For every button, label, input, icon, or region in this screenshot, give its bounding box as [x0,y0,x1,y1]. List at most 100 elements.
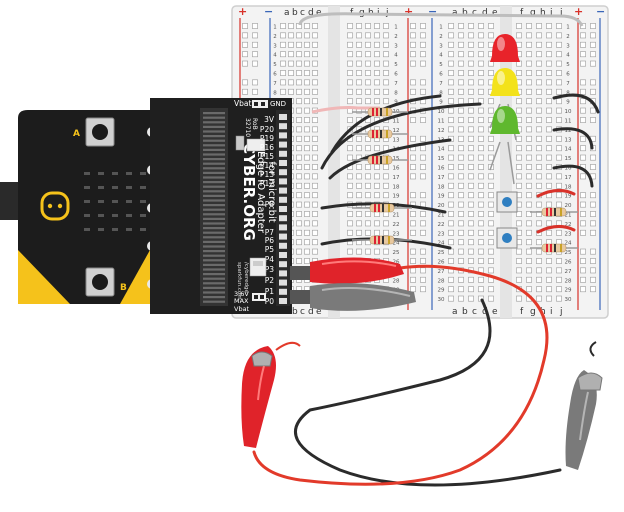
breadboard-hole [526,173,532,180]
breadboard-hole [312,70,318,76]
breadboard-hole [296,41,302,48]
breadboard-hole [365,248,371,255]
breadboard-hole [488,248,494,255]
slot-finger [203,236,225,239]
breadboard-hole [488,154,494,161]
breadboard-hole [556,173,562,180]
slot-finger [203,250,225,253]
adapter-switch[interactable] [246,138,266,152]
pin-label: P1 [265,287,275,296]
row-number: 4 [439,53,443,59]
col-letter: a [452,8,458,18]
slot-finger [203,148,225,151]
breadboard-hole [365,211,371,217]
pin-label: P4 [265,255,275,264]
breadboard-hole [488,211,494,217]
resistor [530,243,578,253]
breadboard-hole [556,98,562,105]
breadboard-hole [556,79,562,86]
breadboard-hole [458,117,464,123]
rail-hole [420,23,426,29]
breadboard-hole [478,164,484,170]
breadboard-hole [488,295,494,302]
pin-label: P19 [260,134,274,143]
breadboard-hole [488,182,494,189]
breadboard-hole [516,182,522,189]
microbit-led-matrix [84,172,146,231]
breadboard-hole [556,295,562,302]
row-number: 1 [273,25,277,31]
rail-minus-label: − [264,5,273,18]
rail-hole [410,258,416,264]
row-number: 17 [565,175,572,181]
breadboard-hole [536,276,542,283]
breadboard-hole [448,51,454,58]
microbit-corner-accent [120,250,150,304]
breadboard-hole [488,220,494,227]
breadboard-hole [556,88,562,95]
row-number: 26 [565,260,572,266]
breadboard-hole [312,32,318,39]
breadboard-hole [448,145,454,152]
breadboard-hole [383,192,389,199]
row-number: 24 [438,241,445,247]
row-number: 12 [438,128,445,134]
rail-hole [420,135,426,142]
rail-hole [420,286,426,293]
slot-finger [203,286,225,289]
resistor [530,207,578,217]
breadboard-hole [536,258,542,264]
breadboard-hole [458,182,464,189]
push-button-1[interactable] [496,191,518,213]
breadboard-hole [556,23,562,29]
header-pin [279,270,287,277]
col-letter: j [559,8,563,18]
breadboard-hole [458,70,464,76]
breadboard-hole [312,201,318,208]
breadboard-hole [516,220,522,227]
breadboard-hole [296,164,302,170]
push-button-2[interactable] [496,227,518,249]
breadboard-hole [383,98,389,105]
breadboard-hole [556,201,562,208]
rail-hole [420,117,426,123]
rail-hole [580,60,586,67]
breadboard-hole [556,182,562,189]
breadboard-hole [556,107,562,114]
rail-hole [590,211,596,217]
breadboard-hole [468,60,474,67]
breadboard-hole [536,248,542,255]
rail-hole [420,51,426,58]
row-number: 7 [394,81,398,87]
breadboard-hole [280,32,286,39]
row-number: 5 [439,62,443,68]
breadboard-hole [312,154,318,161]
col-letter: h [540,8,546,18]
matrix-led [140,214,146,217]
microbit-logo [40,191,70,221]
breadboard-hole [383,23,389,29]
breadboard-hole [536,79,542,86]
rail-plus-label: + [574,5,583,18]
row-number: 15 [438,156,445,162]
breadboard-hole [296,220,302,227]
breadboard-hole [516,70,522,76]
breadboard-hole [556,135,562,142]
breadboard-hole [304,145,310,152]
breadboard-hole [556,267,562,274]
breadboard-hole [458,88,464,95]
breadboard-hole [365,79,371,86]
breadboard-hole [516,154,522,161]
rail-hole [410,154,416,161]
breadboard-hole [536,41,542,48]
gray-alligator-clip-top [290,283,416,311]
col-letter: d [482,8,488,18]
matrix-led [112,186,118,189]
breadboard-hole [478,145,484,152]
breadboard-hole [304,126,310,133]
breadboard-hole [546,145,552,152]
breadboard-hole [288,32,294,39]
breadboard-hole [468,220,474,227]
slot-finger [203,176,225,179]
rail-hole [580,98,586,105]
